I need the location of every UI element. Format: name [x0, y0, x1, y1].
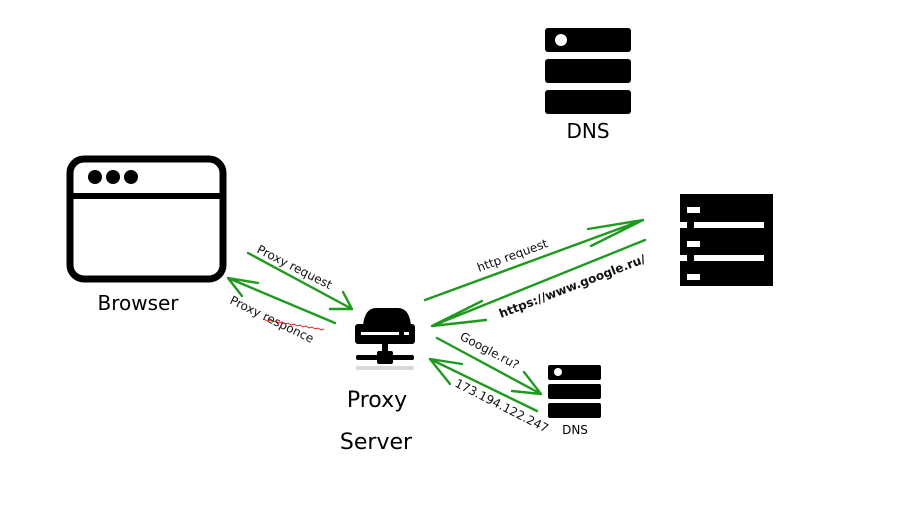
proxy-server-icon [355, 308, 415, 370]
proxy-label-line2: Server [340, 430, 413, 455]
dns-server-icon [548, 365, 601, 418]
web-server-node [680, 194, 773, 286]
arrow-proxy-request [246, 251, 354, 311]
browser-node: Browser [66, 155, 227, 315]
edge-http-request: http request [423, 218, 645, 302]
proxy-node: Proxy Server [340, 308, 415, 455]
web-server-icon [680, 194, 773, 286]
browser-window-icon [66, 155, 227, 283]
dns-top-label: DNS [566, 119, 609, 143]
edge-label-dns-answer: 173.194.122.247 [453, 376, 551, 435]
arrow-dns-query [435, 336, 543, 396]
spellcheck-underline [263, 318, 325, 331]
proxy-label-line1: Proxy [347, 388, 407, 413]
edge-proxy-response: Proxy responce [226, 276, 337, 346]
arrow-dns-answer [428, 357, 539, 413]
edge-label-proxy-request: Proxy request [255, 242, 335, 292]
arrow-http-request [423, 218, 645, 302]
dns-server-icon [545, 28, 631, 114]
edge-dns-answer: 173.194.122.247 [428, 357, 551, 435]
edge-label-proxy-response: Proxy responce [228, 293, 316, 346]
browser-label: Browser [97, 291, 179, 315]
arrow-https-response [430, 238, 647, 328]
dns-small-node: DNS [548, 365, 601, 437]
edge-proxy-request: Proxy request [246, 242, 354, 311]
dns-small-label: DNS [562, 423, 588, 437]
arrow-proxy-response [226, 276, 337, 325]
dns-top-node: DNS [545, 28, 631, 143]
edge-label-https-response: https://www.google.ru/ [497, 252, 648, 321]
